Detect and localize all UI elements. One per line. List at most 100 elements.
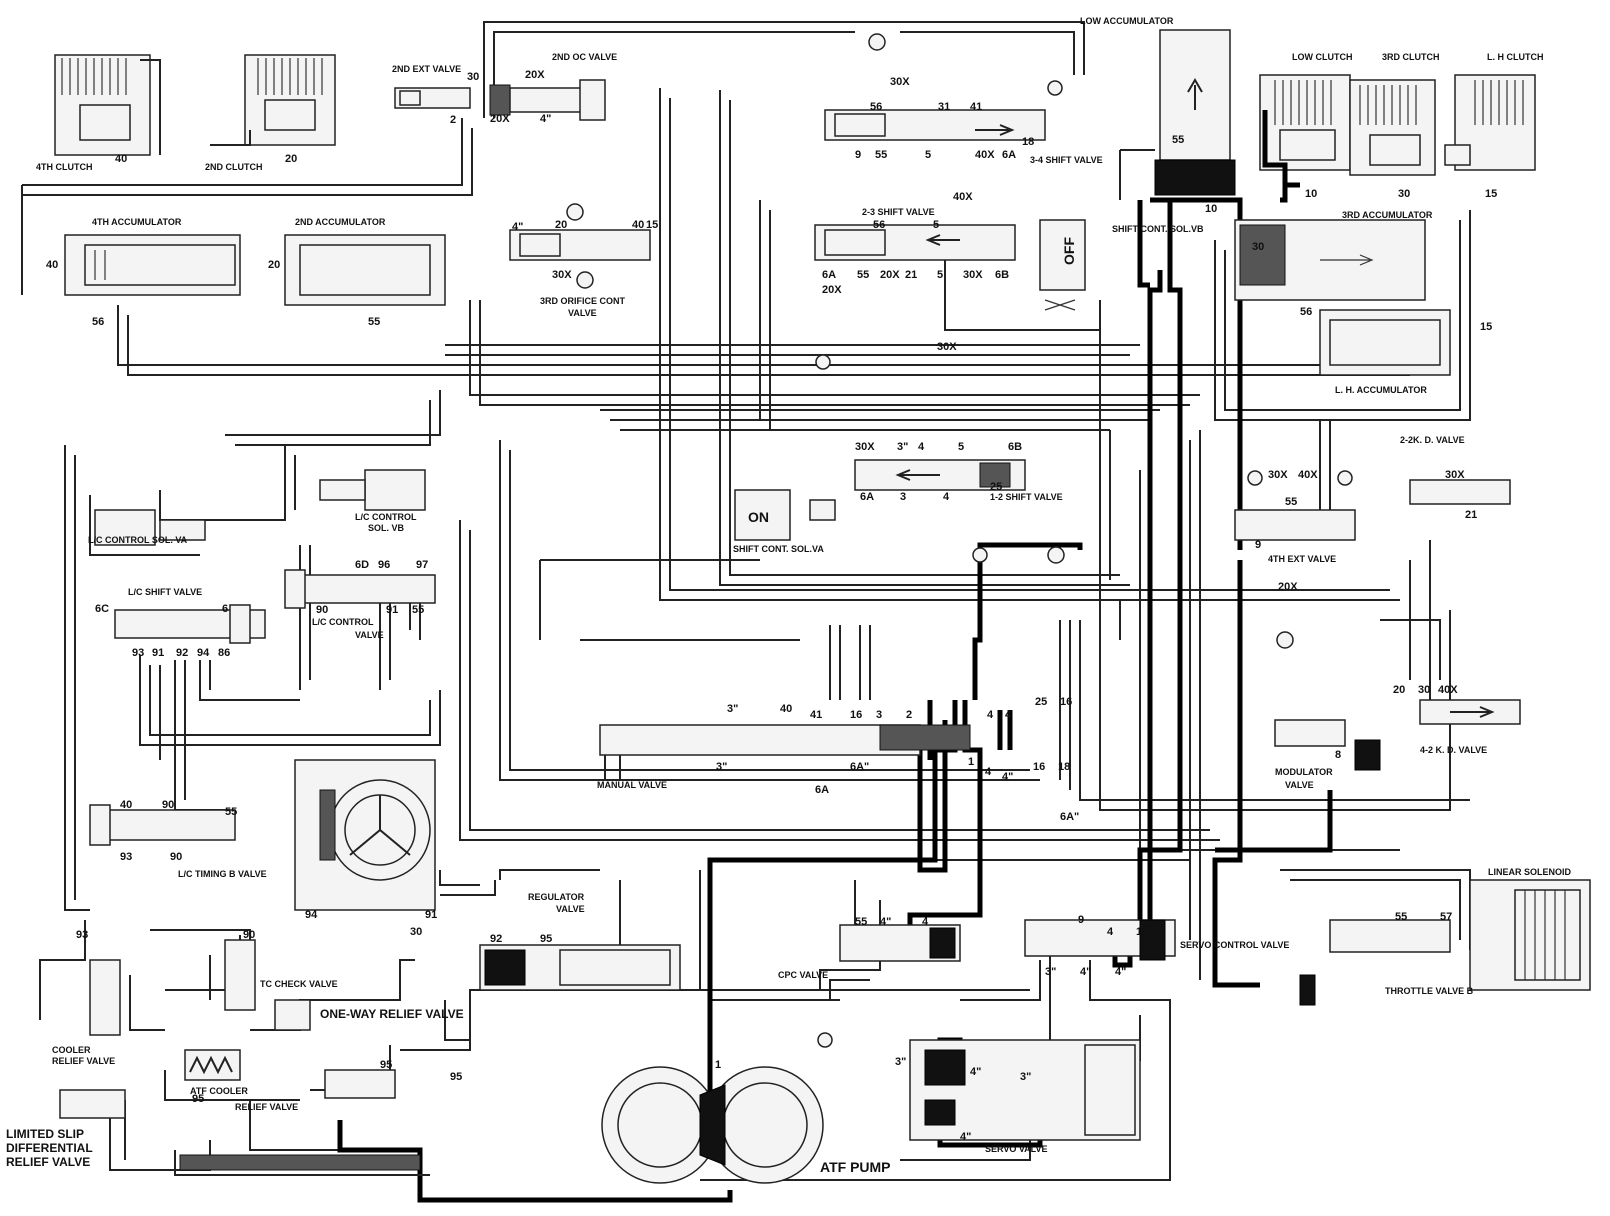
second-ext-valve	[394, 87, 471, 109]
port-label: 18	[1022, 136, 1034, 148]
port-label: 3"	[897, 441, 908, 453]
port-label: 18	[1058, 761, 1070, 773]
port-label: 2	[450, 114, 456, 126]
port-label: 16	[1033, 761, 1045, 773]
port-label: 40	[120, 799, 132, 811]
manual-valve	[599, 724, 971, 781]
port-label: 55	[857, 269, 869, 281]
port-label: 15	[646, 219, 658, 231]
third-accumulator	[1234, 219, 1426, 301]
linear-solenoid	[1469, 879, 1591, 991]
port-label: 9	[855, 149, 861, 161]
port-label: 9	[1078, 914, 1084, 926]
lc-shift-valve	[114, 604, 266, 644]
port-label: 6A	[815, 784, 829, 796]
kd-valve-4-2-label: 4-2 K. D. VALVE	[1420, 745, 1487, 755]
port-label: 20X	[880, 269, 900, 281]
atf-pump-label: ATF PUMP	[820, 1159, 891, 1175]
regulator-valve	[479, 944, 681, 991]
lc-control-valve	[284, 569, 436, 609]
low-clutch	[1259, 74, 1351, 185]
modulator-label-2: VALVE	[1285, 780, 1314, 790]
second-accumulator-label: 2ND ACCUMULATOR	[295, 217, 386, 227]
second-clutch-label: 2ND CLUTCH	[205, 162, 263, 172]
port-label: 9	[1255, 539, 1261, 551]
limited-slip-label-2: DIFFERENTIAL	[6, 1141, 93, 1155]
port-label: 21	[1465, 509, 1477, 521]
regulator-label-2: VALVE	[556, 904, 585, 914]
throttle-valve-b	[1299, 919, 1451, 1006]
port-label: 3	[900, 491, 906, 503]
port-label: 30	[467, 71, 479, 83]
port-label: 10	[1205, 203, 1217, 215]
cpc-valve-label: CPC VALVE	[778, 970, 828, 980]
port-label: 55	[875, 149, 887, 161]
second-oc-valve-label: 2ND OC VALVE	[552, 52, 617, 62]
port-label: 20X	[822, 284, 842, 296]
port-label: 91	[386, 604, 398, 616]
shift-valve-3-4-label: 3-4 SHIFT VALVE	[1030, 155, 1103, 165]
port-label: 4"	[1115, 966, 1126, 978]
low-accumulator-label: LOW ACCUMULATOR	[1080, 16, 1174, 26]
port-label: 55	[1285, 496, 1297, 508]
lc-control-sol-vb-label-2: SOL. VB	[368, 523, 405, 533]
port-label: 6B	[995, 269, 1009, 281]
fourth-ext-valve	[1234, 470, 1356, 541]
kd-valve-2-2	[1409, 479, 1511, 505]
throttle-valve-b-label: THROTTLE VALVE B	[1385, 986, 1474, 996]
port-label: 4"	[1080, 966, 1091, 978]
fourth-clutch-label: 4TH CLUTCH	[36, 162, 93, 172]
port-label: 30X	[963, 269, 983, 281]
port-label: 94	[305, 909, 318, 921]
lc-timing-valve	[89, 804, 236, 846]
port-label: 4"	[880, 916, 891, 928]
shift-valve-1-2-label: 1-2 SHIFT VALVE	[990, 492, 1063, 502]
relief-valve	[324, 1069, 396, 1099]
port-label: 41	[810, 709, 822, 721]
port-label: 4	[943, 491, 950, 503]
port-label: 41	[970, 101, 982, 113]
fourth-accumulator-label: 4TH ACCUMULATOR	[92, 217, 182, 227]
fourth-ext-valve-label: 4TH EXT VALVE	[1268, 554, 1336, 564]
port-label: 30X	[1268, 469, 1288, 481]
low-clutch-label: LOW CLUTCH	[1292, 52, 1353, 62]
kd-valve-2-2-label: 2-2K. D. VALVE	[1400, 435, 1465, 445]
port-label: 93	[132, 647, 144, 659]
shift-valve-2-3	[814, 224, 1016, 261]
port-label: 40	[115, 153, 127, 165]
lc-control-sol-va-label: L/C CONTROL SOL. VA	[88, 535, 188, 545]
port-label: 55	[855, 916, 867, 928]
port-label: 90	[170, 851, 182, 863]
port-label: 5	[933, 219, 939, 231]
port-label: 90	[162, 799, 174, 811]
servo-control-valve	[1024, 919, 1176, 961]
port-label: 30X	[552, 269, 572, 281]
port-label: 20	[1393, 684, 1405, 696]
port-label: 4	[1005, 709, 1012, 721]
lh-accumulator-label: L. H. ACCUMULATOR	[1335, 385, 1427, 395]
port-label: 92	[490, 933, 502, 945]
port-label: 20X	[490, 113, 510, 125]
port-label: 6B	[1008, 441, 1022, 453]
limited-slip-label-1: LIMITED SLIP	[6, 1127, 84, 1141]
third-clutch	[1349, 79, 1436, 176]
limited-slip-differential-relief-valve	[59, 1089, 126, 1119]
port-label: 57	[1440, 911, 1452, 923]
port-label: 20	[268, 259, 280, 271]
port-label: 5	[958, 441, 964, 453]
check-balls	[815, 33, 1294, 1048]
port-label: 91	[425, 909, 437, 921]
port-label: 3	[876, 709, 882, 721]
solenoid-off-label: OFF	[1061, 237, 1077, 265]
port-label: 40X	[1298, 469, 1318, 481]
port-label: 90	[243, 929, 255, 941]
port-label: 4"	[960, 1131, 971, 1143]
cooler-relief-valve	[89, 959, 121, 1036]
port-label: 20X	[525, 69, 545, 81]
third-accumulator-label: 3RD ACCUMULATOR	[1342, 210, 1433, 220]
lc-control-valve-label: L/C CONTROL	[312, 617, 374, 627]
port-label: 4"	[970, 1066, 981, 1078]
kd-valve-4-2	[1419, 699, 1521, 725]
lc-control-valve-label-2: VALVE	[355, 630, 384, 640]
